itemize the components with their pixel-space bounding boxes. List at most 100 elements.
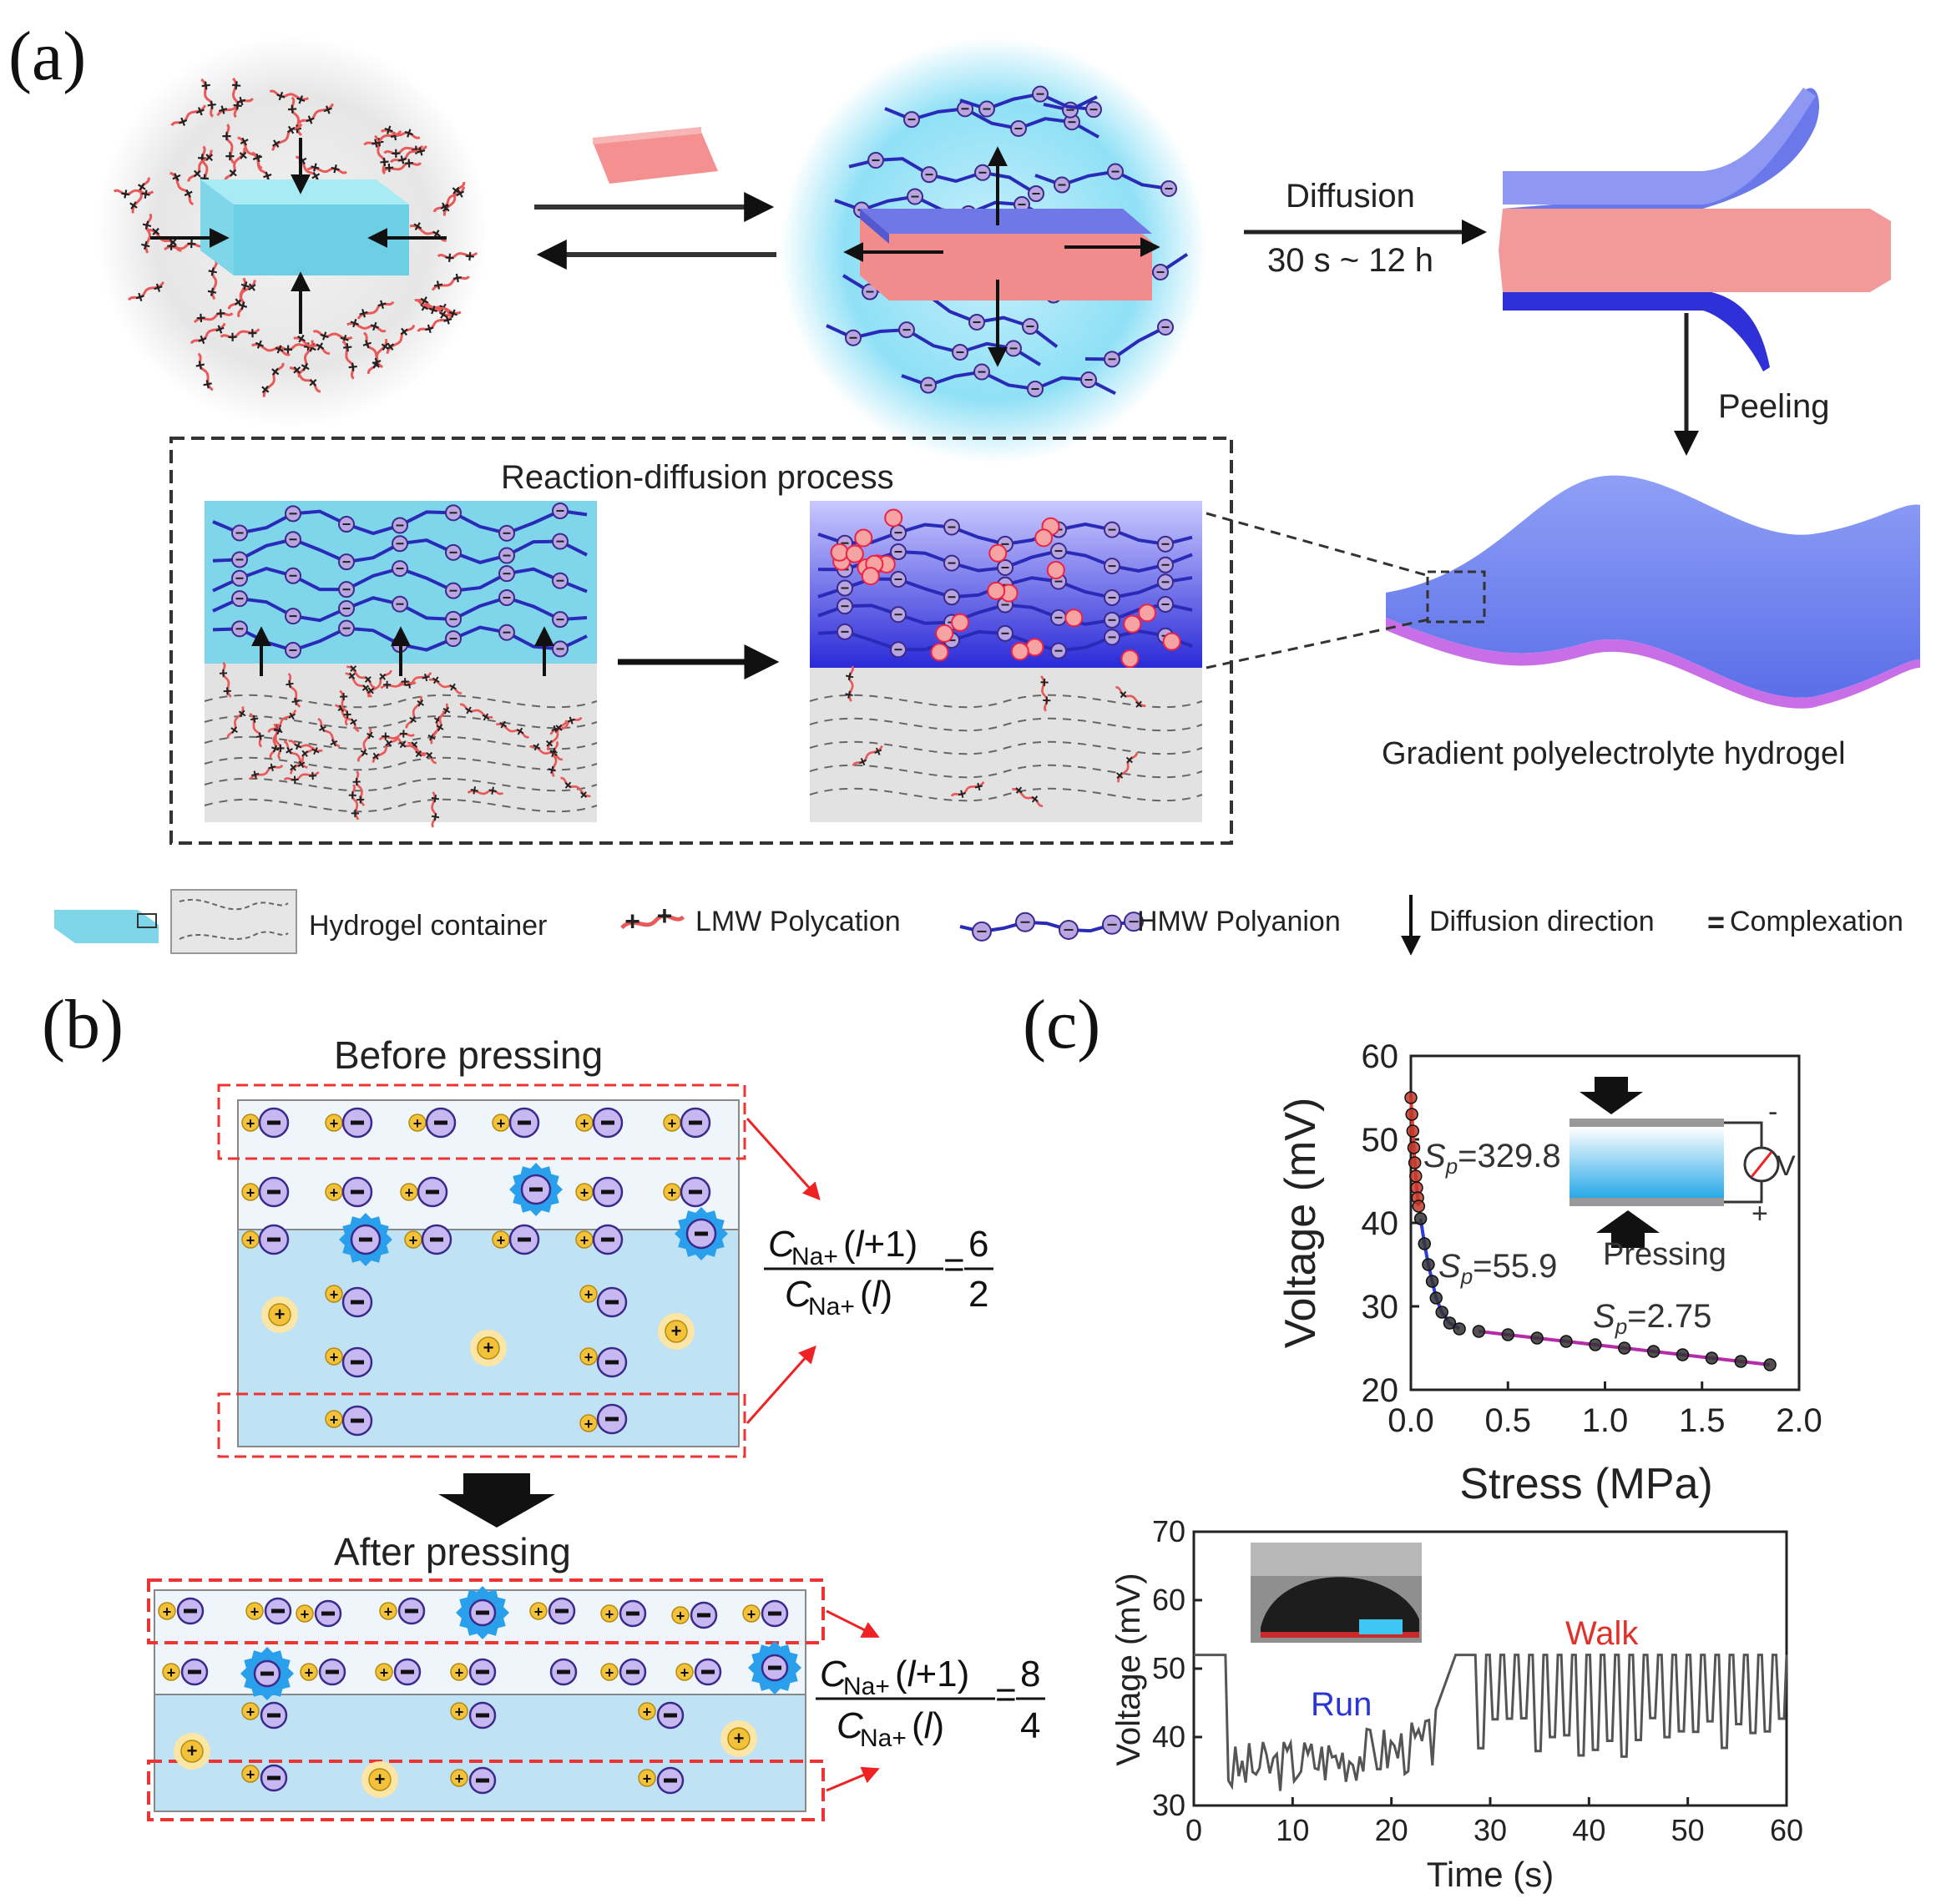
sodium-ion: + <box>575 1230 594 1249</box>
sodium-ion: + <box>245 1602 264 1620</box>
chart1-point <box>1589 1338 1602 1351</box>
ion-pair <box>549 1658 578 1686</box>
polycation-molecule: ++ <box>427 791 444 828</box>
sodium-ion: + <box>325 1410 343 1428</box>
svg-text:+: + <box>283 104 302 114</box>
svg-text:+: + <box>195 309 206 328</box>
svg-text:+: + <box>136 239 156 252</box>
ion-pair <box>397 1597 426 1625</box>
after-pressing-diagram: +++++++++++++++++++++++ <box>147 1578 880 1821</box>
complex-cation-bead <box>1046 561 1065 580</box>
svg-text:+: + <box>381 728 390 745</box>
svg-text:+: + <box>671 1321 682 1341</box>
run-label: Run <box>1311 1686 1372 1723</box>
chart1-point <box>1422 1258 1435 1271</box>
ion-pair <box>341 1346 373 1378</box>
sodium-ion: + <box>162 1663 180 1681</box>
svg-text:+: + <box>543 764 561 776</box>
svg-text:+: + <box>427 811 444 823</box>
svg-text:+: + <box>275 1304 286 1325</box>
polycation-molecule: ++ <box>363 125 402 153</box>
chart2-xtick-label: 10 <box>1276 1813 1309 1847</box>
sodium-ion: + <box>450 1769 468 1787</box>
svg-text:+: + <box>676 1608 685 1624</box>
svg-text:+: + <box>219 686 236 696</box>
svg-text:+: + <box>166 237 177 256</box>
legend-complexation-label: Complexation <box>1730 906 1903 937</box>
sodium-ion: + <box>241 1765 260 1783</box>
ion-pair <box>417 1176 448 1208</box>
chart2-xtick-label: 30 <box>1473 1813 1507 1847</box>
svg-text:C: C <box>768 1224 796 1265</box>
sodium-ion: + <box>241 1230 260 1249</box>
svg-text:+: + <box>290 771 299 788</box>
svg-text:+: + <box>369 133 382 153</box>
chart2-ytick-label: 40 <box>1152 1720 1185 1754</box>
ion-pair <box>260 1701 288 1730</box>
shoe-photo <box>1251 1543 1422 1643</box>
ion-pair <box>619 1658 647 1686</box>
polycation-molecule: ++ <box>383 140 424 162</box>
polycation-molecule: ++ <box>356 295 395 324</box>
polycation-bath: ++++++++++++++++++++++++++++++++++++++++… <box>96 36 488 428</box>
polycation-molecule: ++ <box>467 781 504 800</box>
ion-pair <box>341 1405 373 1437</box>
svg-text:+: + <box>250 1604 260 1620</box>
svg-text:+: + <box>497 1115 506 1132</box>
polycation-molecule: ++ <box>378 725 415 745</box>
svg-text:+: + <box>339 710 356 719</box>
svg-text:+: + <box>840 689 858 700</box>
sp-annotation-1: Sp=329.8 <box>1423 1138 1561 1179</box>
chart2-ytick-label: 30 <box>1152 1788 1185 1822</box>
sodium-ion: + <box>261 1296 298 1333</box>
chart2-xtick-label: 40 <box>1572 1813 1605 1847</box>
polycation-molecule: ++ <box>245 712 270 748</box>
polycation-molecule: ++ <box>226 77 246 119</box>
sodium-ion: + <box>671 1606 690 1624</box>
pink-hydrogel-block <box>593 127 718 184</box>
svg-text:+: + <box>163 1604 172 1620</box>
sodium-ion: + <box>658 1313 695 1350</box>
polycation-molecule: ++ <box>337 340 362 380</box>
svg-text:+: + <box>245 713 263 725</box>
svg-text:+: + <box>464 246 476 265</box>
sodium-ion: + <box>575 1183 594 1201</box>
ratio-before-num: 6 <box>968 1224 988 1265</box>
chart2-ytick-label: 70 <box>1152 1514 1185 1548</box>
polycation-molecule: ++ <box>220 323 260 346</box>
svg-text:(l): (l) <box>912 1705 944 1746</box>
svg-text:+: + <box>337 341 356 353</box>
ion-pair <box>264 1597 292 1625</box>
polycation-molecule: ++ <box>249 758 284 784</box>
ion-pair <box>468 1658 497 1686</box>
svg-text:+: + <box>534 1604 543 1620</box>
svg-text:+: + <box>580 1115 589 1132</box>
svg-text:+: + <box>374 156 393 168</box>
chart1-point <box>1413 1212 1428 1225</box>
chart2-xtick-label: 60 <box>1770 1813 1803 1847</box>
svg-text:+: + <box>330 1184 339 1201</box>
svg-text:+: + <box>401 674 410 690</box>
ion-pair <box>656 1766 685 1795</box>
sp-annotation-3: Sp=2.75 <box>1593 1298 1711 1339</box>
sodium-ion: + <box>379 1602 397 1620</box>
polycation-molecule: ++ <box>344 784 363 821</box>
sodium-ion: + <box>450 1702 468 1720</box>
chart1-xlabel: Stress (MPa) <box>1459 1460 1712 1508</box>
chart1-ytick-label: 60 <box>1362 1038 1399 1075</box>
chart1-point <box>1734 1355 1747 1368</box>
sodium-ion: + <box>241 1114 260 1132</box>
sodium-ion: + <box>450 1663 468 1681</box>
polyanion-chain <box>884 107 1099 139</box>
svg-text:+: + <box>497 1232 506 1249</box>
sodium-ion: + <box>638 1769 656 1787</box>
sodium-ion: + <box>470 1330 507 1366</box>
after-pressing-title: After pressing <box>334 1530 571 1573</box>
rd-after-square: ++++++++++++++ <box>809 501 1203 822</box>
sodium-ion: + <box>241 1702 260 1720</box>
svg-text:+: + <box>455 1704 464 1720</box>
svg-text:+: + <box>643 1770 652 1787</box>
svg-text:=: = <box>995 1674 1017 1715</box>
ion-pair <box>421 1224 452 1255</box>
svg-text:+: + <box>218 131 236 141</box>
